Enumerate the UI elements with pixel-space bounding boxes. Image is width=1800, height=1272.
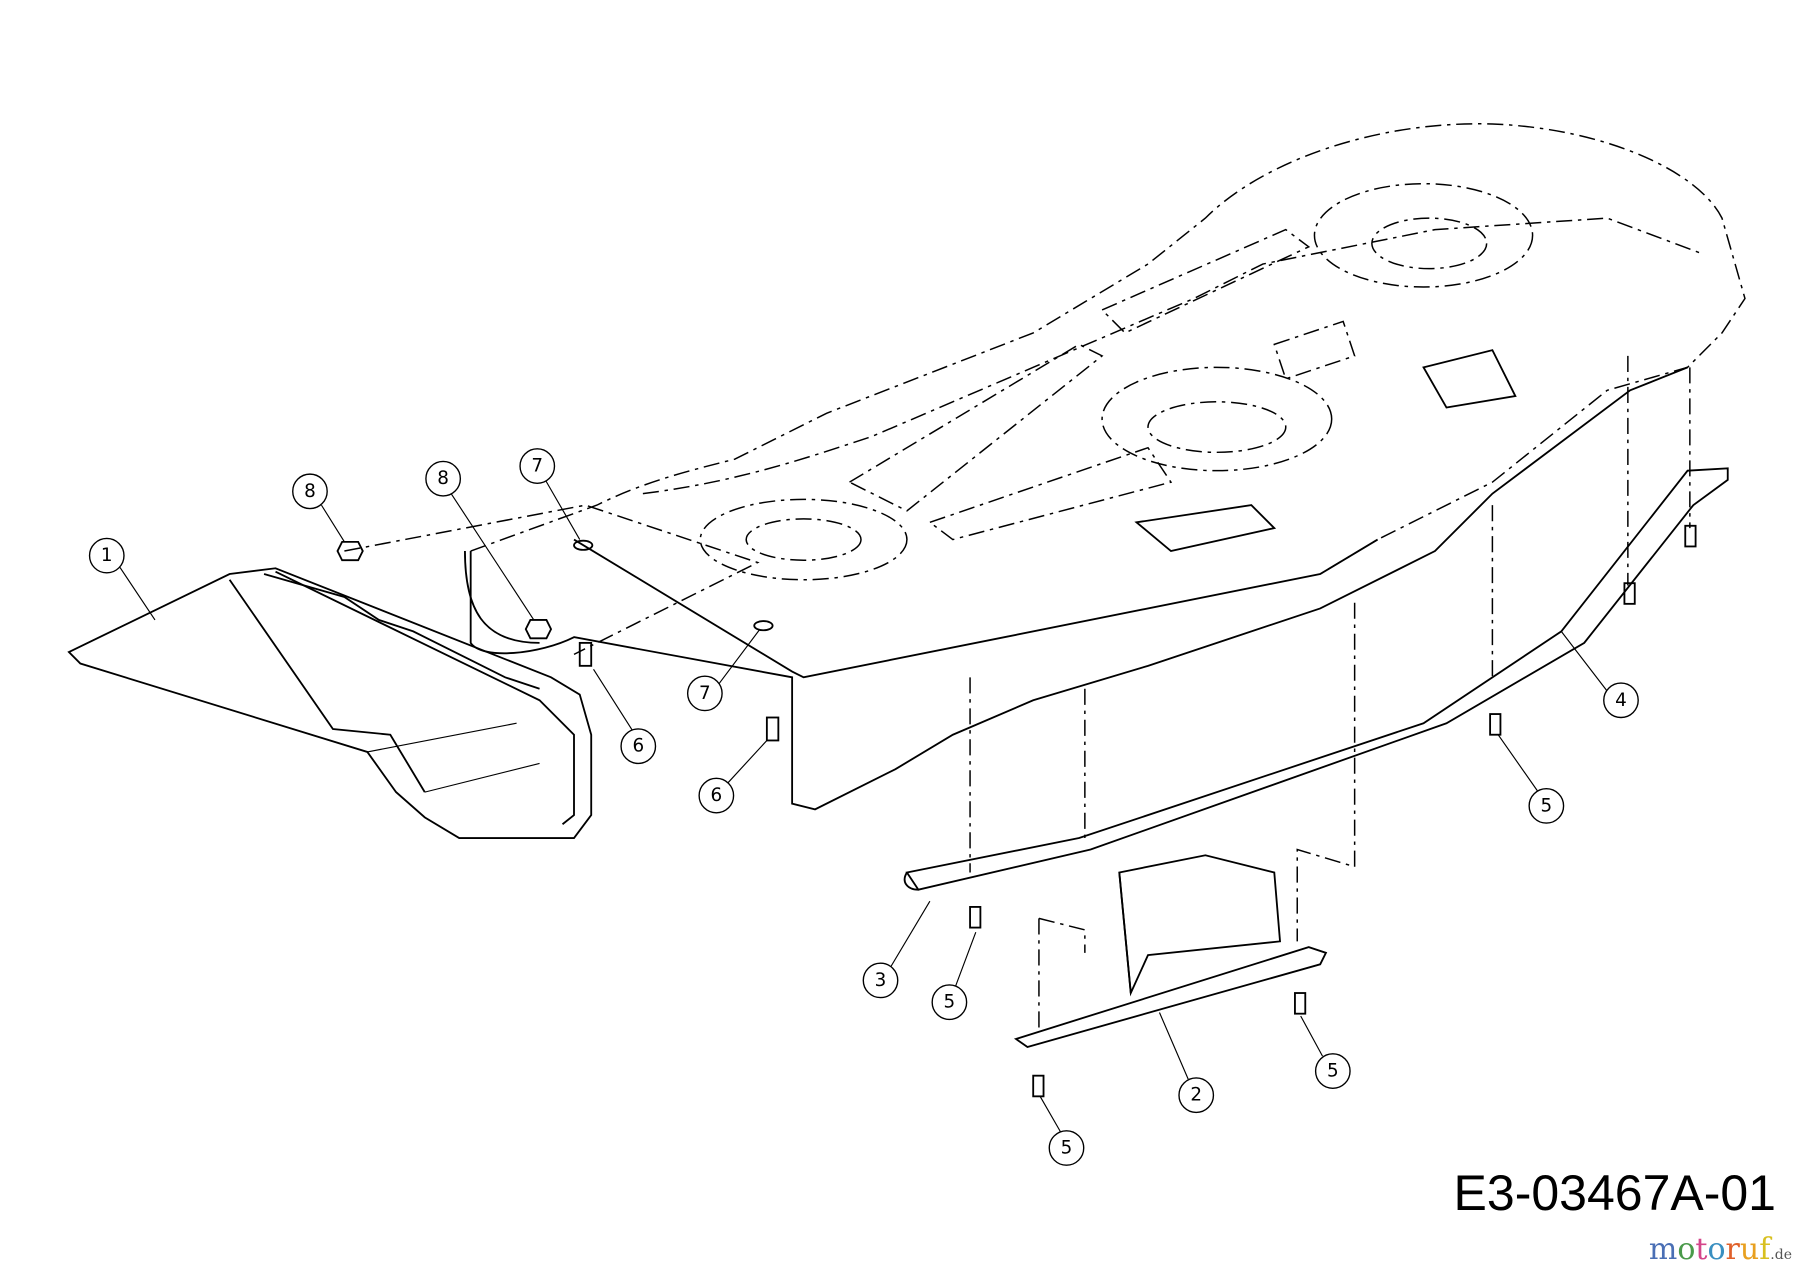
leader-lines	[117, 479, 1608, 1135]
washer-icon	[573, 539, 594, 551]
bolt-icon	[1294, 992, 1307, 1015]
svg-text:5: 5	[1327, 1061, 1339, 1082]
washer-icon	[753, 620, 774, 632]
fasteners	[336, 524, 1697, 1098]
callout-8: 8	[425, 460, 462, 497]
callout-5: 5	[1314, 1053, 1351, 1089]
callout-4: 4	[1603, 682, 1639, 719]
drawing-number: E3-03467A-01	[1453, 1165, 1776, 1221]
svg-text:1: 1	[101, 545, 113, 566]
watermark-logo: motoruf.de	[1648, 1232, 1792, 1267]
callout-5: 5	[931, 984, 968, 1021]
svg-text:5: 5	[1061, 1138, 1073, 1159]
baffle-bracket-4	[903, 467, 1729, 891]
svg-text:8: 8	[437, 468, 449, 489]
bolt-icon	[1489, 713, 1502, 736]
callout-3: 3	[862, 962, 899, 999]
svg-text:5: 5	[1541, 795, 1553, 816]
mower-deck	[464, 123, 1746, 811]
bolt-icon	[969, 906, 982, 929]
svg-text:3: 3	[875, 970, 887, 991]
bolt-icon	[1623, 582, 1636, 605]
callout-5: 5	[1048, 1130, 1085, 1166]
svg-text:5: 5	[944, 992, 956, 1013]
callout-7: 7	[519, 448, 556, 484]
callout-7: 7	[686, 675, 723, 712]
callout-8: 8	[292, 473, 328, 510]
bolt-icon	[1032, 1074, 1045, 1098]
svg-text:6: 6	[632, 736, 644, 757]
callout-2: 2	[1178, 1077, 1215, 1114]
callout-6: 6	[620, 728, 657, 765]
callout-5: 5	[1528, 787, 1565, 824]
baffle-2	[1013, 854, 1328, 1048]
svg-text:7: 7	[699, 683, 711, 704]
svg-text:2: 2	[1190, 1085, 1202, 1106]
bolt-icon	[578, 641, 593, 667]
svg-text:6: 6	[711, 785, 723, 806]
bolt-icon	[765, 716, 780, 742]
callout-1: 1	[88, 537, 125, 574]
bolt-icon	[1684, 524, 1697, 548]
svg-text:7: 7	[531, 456, 543, 477]
svg-text:8: 8	[304, 481, 316, 502]
discharge-chute	[67, 567, 593, 839]
alignment-lines	[344, 355, 1691, 1034]
nut-icon	[524, 619, 553, 640]
svg-text:4: 4	[1615, 690, 1627, 711]
callout-6: 6	[698, 777, 735, 814]
nut-icon	[336, 540, 364, 562]
